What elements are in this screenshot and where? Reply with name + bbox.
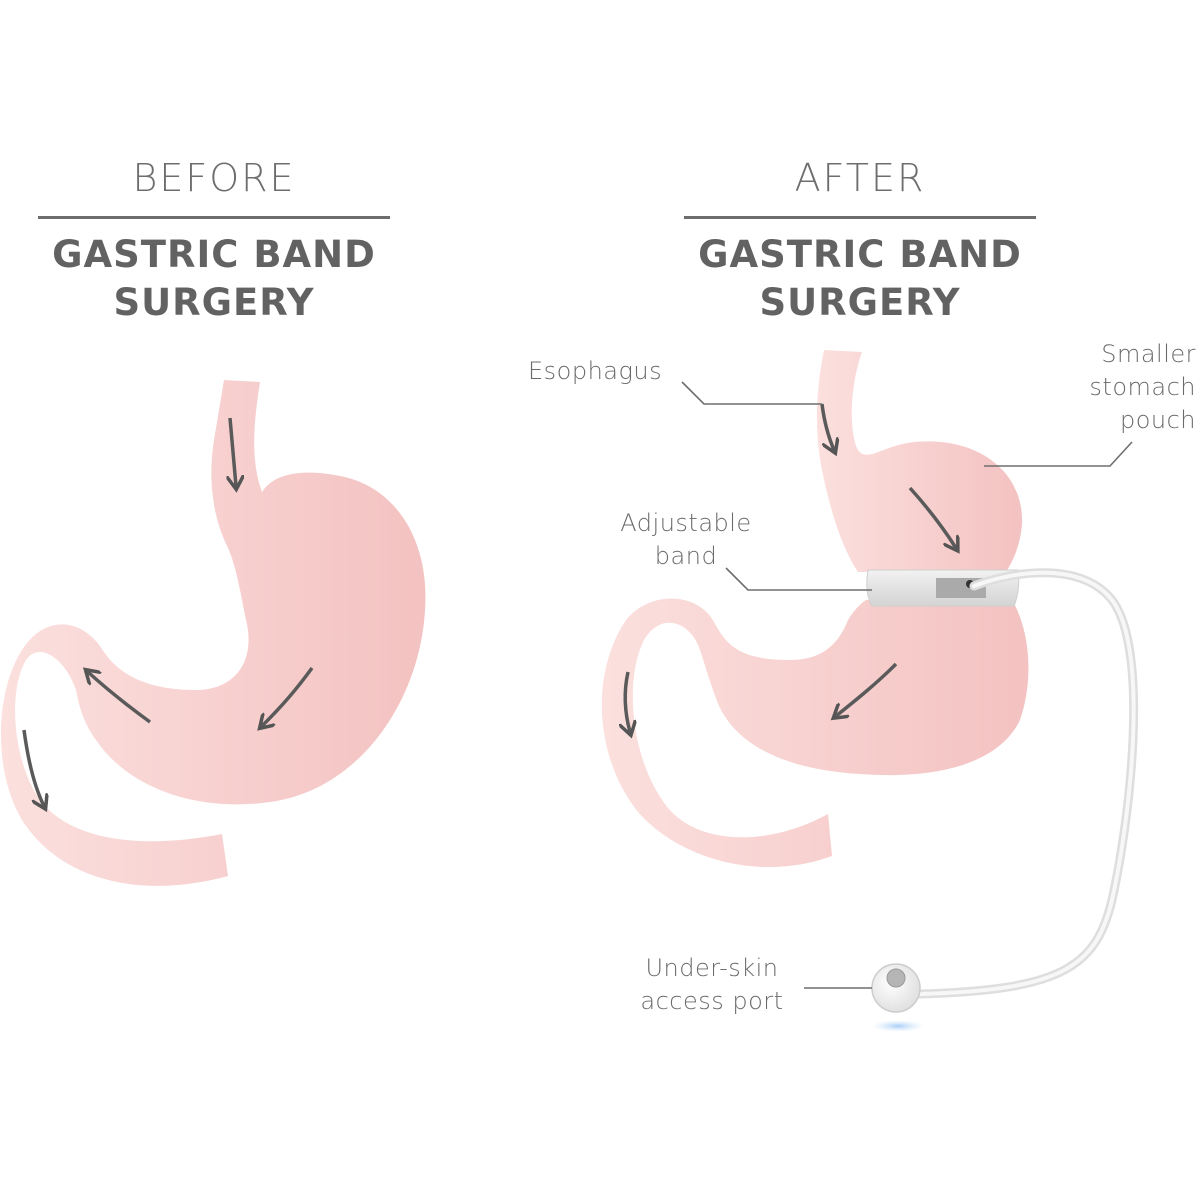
- after-subtitle-line: SURGERY: [684, 279, 1036, 327]
- stomach-after-body: [602, 598, 1029, 867]
- stomach-after: [602, 350, 1029, 867]
- after-heading: AFTER: [684, 152, 1036, 208]
- label-line: Smaller: [1089, 338, 1196, 371]
- label-stomach-pouch: Smaller stomach pouch: [1089, 338, 1196, 437]
- leader-line-esophagus: [682, 382, 822, 404]
- stomach-before: [1, 380, 426, 886]
- leader-line-pouch: [984, 442, 1132, 466]
- after-divider: [684, 216, 1036, 219]
- before-heading-block: BEFORE GASTRIC BAND SURGERY: [38, 152, 390, 327]
- port-shadow: [872, 1020, 924, 1032]
- label-line: pouch: [1089, 404, 1196, 437]
- before-subtitle-line: SURGERY: [38, 279, 390, 327]
- after-heading-block: AFTER GASTRIC BAND SURGERY: [684, 152, 1036, 327]
- label-line: stomach: [1089, 371, 1196, 404]
- before-divider: [38, 216, 390, 219]
- label-line: Under-skin: [632, 952, 792, 985]
- before-subtitle: GASTRIC BAND SURGERY: [38, 231, 390, 327]
- after-subtitle-line: GASTRIC BAND: [684, 231, 1036, 279]
- before-heading: BEFORE: [38, 152, 390, 208]
- stomach-before-body: [1, 380, 426, 886]
- label-adjustable-band: Adjustable band: [612, 507, 760, 573]
- label-line: Adjustable: [612, 507, 760, 540]
- label-line: band: [612, 540, 760, 573]
- access-port-septum: [887, 969, 905, 987]
- label-line: access port: [632, 985, 792, 1018]
- before-subtitle-line: GASTRIC BAND: [38, 231, 390, 279]
- after-subtitle: GASTRIC BAND SURGERY: [684, 231, 1036, 327]
- stomach-pouch: [817, 350, 1022, 572]
- label-access-port: Under-skin access port: [632, 952, 792, 1018]
- label-esophagus: Esophagus: [528, 355, 662, 388]
